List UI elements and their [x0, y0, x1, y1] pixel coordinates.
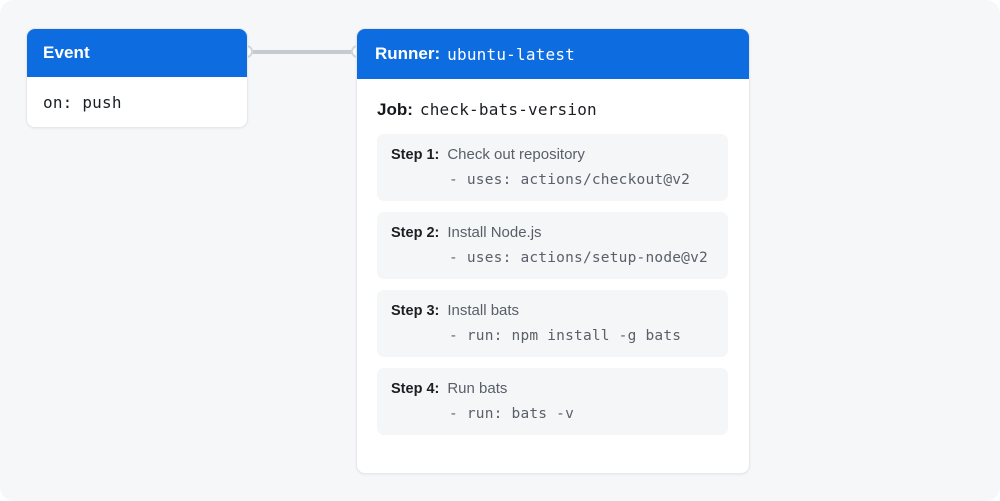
runner-value: ubuntu-latest	[447, 44, 575, 64]
step-card[interactable]: Step 2: Install Node.js - uses: actions/…	[377, 212, 728, 279]
step-header: Step 2: Install Node.js	[391, 224, 714, 241]
step-header: Step 1: Check out repository	[391, 146, 714, 163]
job-label: Job:	[377, 100, 413, 119]
step-card[interactable]: Step 1: Check out repository - uses: act…	[377, 134, 728, 201]
event-card-header: Event	[27, 29, 247, 77]
step-card[interactable]: Step 4: Run bats - run: bats -v	[377, 368, 728, 435]
connector-line	[246, 50, 358, 54]
step-label: Step 1:	[391, 147, 440, 163]
steps-list: Step 1: Check out repository - uses: act…	[357, 134, 749, 435]
step-label: Step 3:	[391, 303, 440, 319]
event-card-title: Event	[43, 43, 90, 62]
event-trigger-text: on: push	[43, 93, 122, 112]
step-title: Run bats	[447, 380, 508, 397]
step-code: - uses: actions/setup-node@v2	[449, 250, 708, 266]
step-title: Install Node.js	[447, 224, 542, 241]
step-code: - run: bats -v	[449, 406, 575, 422]
runner-card[interactable]: Runner: ubuntu-latest Job: check-bats-ve…	[356, 28, 750, 474]
step-code: - uses: actions/checkout@v2	[449, 172, 691, 188]
runner-card-header: Runner: ubuntu-latest	[357, 29, 749, 79]
event-card-body: on: push	[27, 77, 247, 127]
runner-label: Runner:	[375, 44, 441, 63]
step-code: - run: npm install -g bats	[449, 328, 682, 344]
step-card[interactable]: Step 3: Install bats - run: npm install …	[377, 290, 728, 357]
step-header: Step 4: Run bats	[391, 380, 714, 397]
step-title: Check out repository	[447, 146, 585, 163]
step-label: Step 2:	[391, 225, 440, 241]
step-header: Step 3: Install bats	[391, 302, 714, 319]
runner-card-body: Job: check-bats-version Step 1: Check ou…	[357, 79, 749, 435]
job-value: check-bats-version	[419, 100, 597, 119]
job-line: Job: check-bats-version	[357, 79, 749, 134]
step-label: Step 4:	[391, 381, 440, 397]
event-card[interactable]: Event on: push	[26, 28, 248, 128]
step-title: Install bats	[447, 302, 520, 319]
